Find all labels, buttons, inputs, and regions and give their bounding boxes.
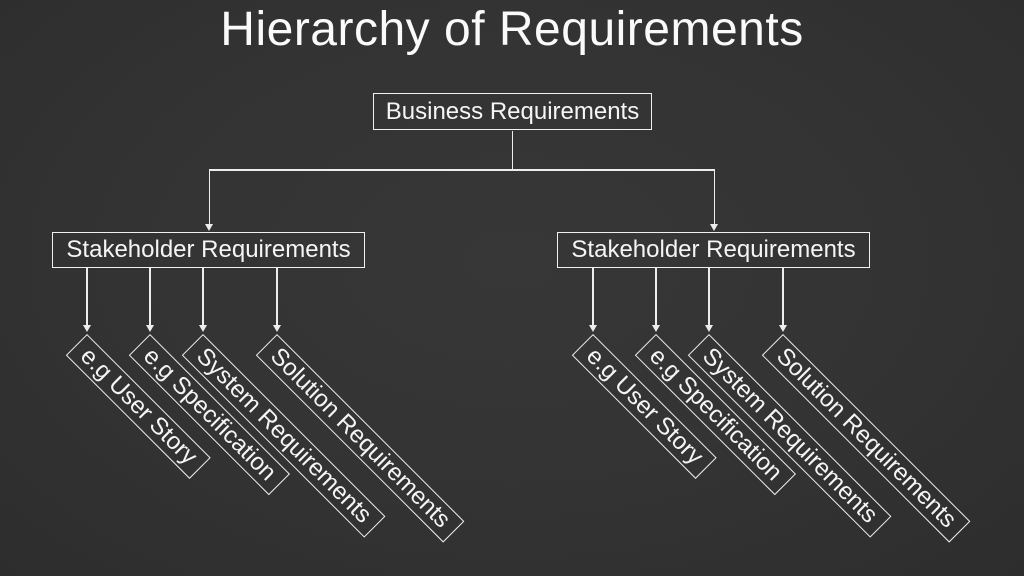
- arrowhead-left-child-1: [82, 325, 91, 332]
- connector-horizontal-span: [208, 169, 715, 171]
- arrowhead-left-child-3: [198, 325, 207, 332]
- arrowhead-left-child-2: [145, 325, 154, 332]
- connector-right-child-2: [655, 268, 657, 325]
- connector-right-child-4: [782, 268, 784, 325]
- node-stakeholder-requirements-left: Stakeholder Requirements: [52, 232, 365, 268]
- arrowhead-right-stakeholder: [709, 224, 718, 231]
- connector-left-child-1: [86, 268, 88, 325]
- connector-left-drop: [208, 169, 210, 224]
- connector-root-drop: [511, 131, 513, 169]
- arrowhead-right-child-4: [778, 325, 787, 332]
- connector-right-drop: [713, 169, 715, 224]
- arrowhead-left-stakeholder: [204, 224, 213, 231]
- connector-left-child-3: [202, 268, 204, 325]
- connector-right-child-3: [708, 268, 710, 325]
- node-business-requirements: Business Requirements: [373, 93, 652, 130]
- connector-left-child-2: [149, 268, 151, 325]
- arrowhead-right-child-2: [651, 325, 660, 332]
- connector-right-child-1: [592, 268, 594, 325]
- node-stakeholder-requirements-right: Stakeholder Requirements: [557, 232, 870, 268]
- arrowhead-right-child-1: [588, 325, 597, 332]
- arrowhead-right-child-3: [704, 325, 713, 332]
- page-title: Hierarchy of Requirements: [220, 3, 804, 56]
- connector-left-child-4: [276, 268, 278, 325]
- arrowhead-left-child-4: [272, 325, 281, 332]
